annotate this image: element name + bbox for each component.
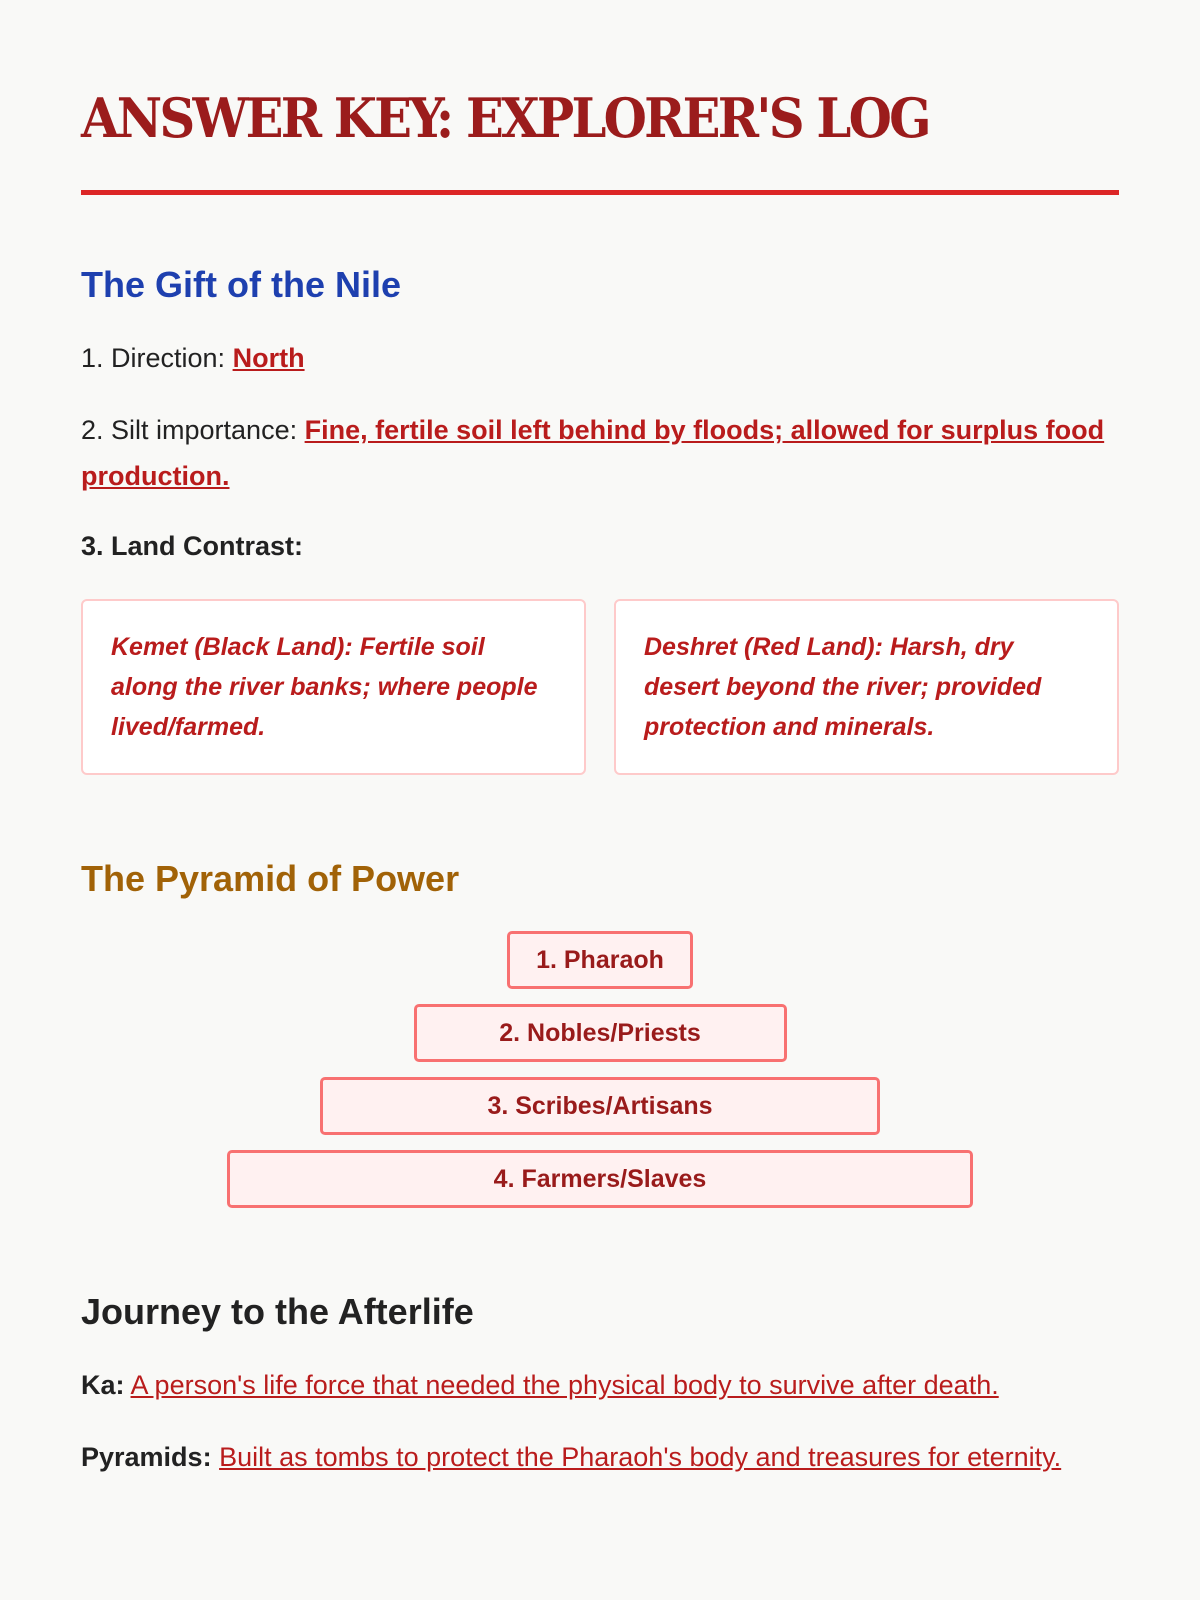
pyramid-tier-nobles: 2. Nobles/Priests [413,1004,787,1062]
section-heading-nile: The Gift of the Nile [81,264,401,305]
question-label: 2. Silt importance: [81,415,298,445]
pyramid-tier-pharaoh: 1. Pharaoh [507,931,693,989]
question-silt: 2. Silt importance: Fine, fertile soil l… [81,407,1119,499]
land-contrast-cards: Kemet (Black Land): Fertile soil along t… [81,599,1119,775]
answer-silt: Fine, fertile soil left behind by floods… [81,415,1105,491]
answer-direction: North [232,343,305,373]
card-kemet: Kemet (Black Land): Fertile soil along t… [81,599,586,775]
term-label: Pyramids: [81,1442,212,1472]
section-heading-pyramid: The Pyramid of Power [81,858,460,899]
answer-key-page: ANSWER KEY: EXPLORER'S LOG The Gift of t… [81,86,1119,1480]
question-label: 1. Direction: [81,343,226,373]
pyramid-tier-scribes: 3. Scribes/Artisans [320,1077,880,1135]
question-direction: 1. Direction: North [81,335,1119,381]
page-title: ANSWER KEY: EXPLORER'S LOG [81,86,932,150]
term-ka: Ka: A person's life force that needed th… [81,1362,1119,1408]
answer-pyramids: Built as tombs to protect the Pharaoh's … [219,1442,1062,1472]
pyramid-tier-farmers: 4. Farmers/Slaves [227,1150,973,1208]
answer-ka: A person's life force that needed the ph… [130,1370,999,1400]
section-heading-afterlife: Journey to the Afterlife [81,1291,474,1332]
term-label: Ka: [81,1370,125,1400]
title-divider [81,190,1119,195]
term-pyramids: Pyramids: Built as tombs to protect the … [81,1434,1119,1480]
question-land-contrast: 3. Land Contrast: [81,531,304,561]
card-deshret: Deshret (Red Land): Harsh, dry desert be… [614,599,1119,775]
social-pyramid: 1. Pharaoh 2. Nobles/Priests 3. Scribes/… [81,931,1119,1208]
